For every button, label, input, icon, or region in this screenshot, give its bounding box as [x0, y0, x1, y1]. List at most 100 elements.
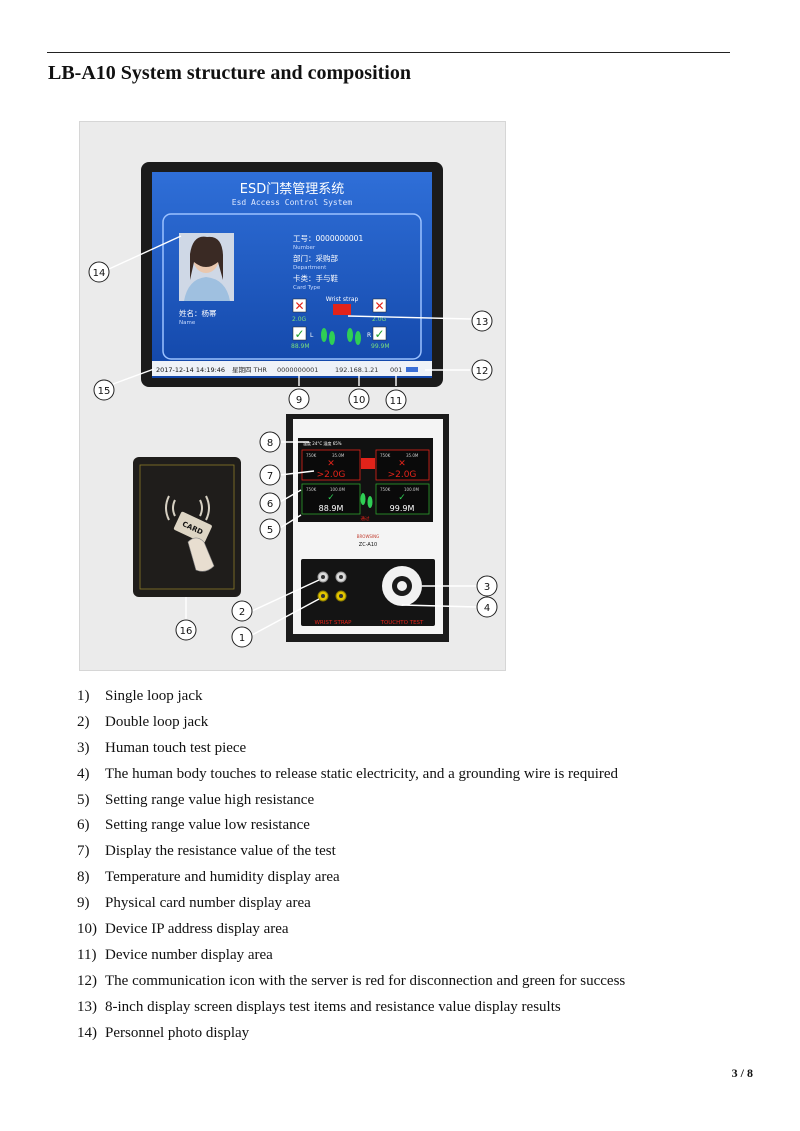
pass-icon	[372, 326, 387, 341]
svg-text:6: 6	[267, 499, 273, 510]
svg-text:WRIST STRAP: WRIST STRAP	[314, 620, 352, 626]
name-label: 姓名：杨幂	[179, 308, 217, 318]
svg-text:192.168.1.21: 192.168.1.21	[335, 366, 378, 374]
list-item: 9)Physical card number display area	[77, 895, 311, 912]
monitor: ESD门禁管理系统 Esd Access Control System 姓名：杨…	[141, 162, 443, 387]
svg-text:9: 9	[296, 395, 302, 406]
svg-text:10: 10	[353, 395, 366, 406]
svg-text:750K: 750K	[306, 487, 317, 492]
svg-text:8: 8	[267, 438, 273, 449]
svg-text:温度 24°C 湿度 65%: 温度 24°C 湿度 65%	[303, 440, 342, 446]
personnel-photo	[179, 233, 234, 301]
callout-9: 9	[288, 388, 310, 410]
component-list: 1)Single loop jack 2)Double loop jack 3)…	[77, 685, 625, 1047]
callout-8: 8	[259, 431, 281, 453]
callout-2: 2	[231, 600, 253, 622]
leader-lines	[104, 235, 479, 636]
callout-12: 12	[471, 359, 493, 381]
svg-text:5: 5	[267, 525, 273, 536]
name-sub: Name	[179, 320, 196, 326]
svg-text:100.0M: 100.0M	[330, 487, 345, 492]
svg-text:35.0M: 35.0M	[406, 453, 419, 458]
list-item: 8)Temperature and humidity display area	[77, 869, 340, 886]
callout-7: 7	[259, 464, 281, 486]
svg-text:L: L	[310, 332, 314, 339]
comm-icon	[406, 367, 418, 372]
svg-text:12: 12	[476, 366, 489, 377]
card-label: 卡类：手与鞋	[293, 273, 338, 283]
callout-5: 5	[259, 518, 281, 540]
svg-text:通过: 通过	[361, 515, 370, 522]
callout-3: 3	[476, 575, 498, 597]
wrist-strap-label: Wrist strap	[326, 296, 359, 303]
device-value-3: 88.9M	[319, 504, 344, 513]
svg-text:15: 15	[98, 386, 111, 397]
hand-icon	[361, 458, 375, 469]
svg-text:✓: ✓	[327, 493, 335, 503]
foot-icon	[321, 328, 361, 345]
svg-text:2.0G: 2.0G	[292, 316, 307, 323]
number-sub: Number	[293, 245, 316, 251]
callout-11: 11	[385, 389, 407, 411]
card-reader: CARD	[133, 457, 241, 597]
pass-icon	[292, 326, 307, 341]
svg-text:750K: 750K	[380, 487, 391, 492]
system-figure: ESD门禁管理系统 Esd Access Control System 姓名：杨…	[79, 121, 506, 671]
svg-text:99.9M: 99.9M	[371, 343, 390, 350]
list-item: 12)The communication icon with the serve…	[77, 972, 626, 989]
svg-text:13: 13	[476, 317, 489, 328]
svg-text:星期四 THR: 星期四 THR	[232, 366, 267, 374]
list-item: 6)Setting range value low resistance	[77, 817, 310, 834]
svg-text:✕: ✕	[294, 299, 304, 313]
callout-10: 10	[348, 388, 370, 410]
svg-text:BROWSING: BROWSING	[357, 534, 379, 539]
svg-text:1: 1	[239, 633, 245, 644]
svg-text:750K: 750K	[306, 453, 317, 458]
card-sub: Card Type	[293, 285, 321, 291]
svg-text:✓: ✓	[294, 327, 304, 341]
callout-16: 16	[175, 619, 197, 641]
screen-title-cn: ESD门禁管理系统	[240, 182, 344, 197]
svg-text:ZC-A10: ZC-A10	[359, 542, 377, 548]
dept-label: 部门：采购部	[293, 253, 338, 263]
test-device: 温度 24°C 湿度 65% 750K 35.0M 750K 35.0M ✕ ✕…	[286, 414, 449, 642]
svg-text:0000000001: 0000000001	[277, 366, 318, 374]
list-item: 13)8-inch display screen displays test i…	[77, 998, 561, 1015]
callout-14: 14	[88, 261, 110, 283]
svg-text:2.0G: 2.0G	[372, 316, 387, 323]
svg-text:2: 2	[239, 607, 245, 618]
svg-text:R: R	[367, 332, 371, 339]
system-diagram: ESD门禁管理系统 Esd Access Control System 姓名：杨…	[88, 162, 498, 648]
header-rule	[47, 52, 730, 53]
svg-text:16: 16	[180, 626, 193, 637]
callout-13: 13	[471, 310, 493, 332]
wrist-icon	[333, 304, 351, 315]
callout-4: 4	[476, 596, 498, 618]
list-item: 1)Single loop jack	[77, 688, 203, 704]
list-item: 3)Human touch test piece	[77, 739, 247, 756]
list-item: 5)Setting range value high resistance	[77, 791, 315, 808]
svg-text:✕: ✕	[374, 299, 384, 313]
svg-text:11: 11	[390, 396, 403, 407]
device-value-1: >2.0G	[317, 470, 346, 480]
svg-text:2017-12-14 14:19:46: 2017-12-14 14:19:46	[156, 366, 225, 374]
svg-text:TOUCHTO TEST: TOUCHTO TEST	[380, 620, 424, 626]
fail-icon	[372, 298, 387, 313]
page-number: 3 / 8	[731, 1066, 753, 1080]
list-item: 11)Device number display area	[77, 946, 273, 963]
svg-text:001: 001	[390, 366, 402, 374]
page-title: LB-A10 System structure and composition	[48, 62, 411, 84]
device-value-4: 99.9M	[390, 504, 415, 513]
svg-text:100.0M: 100.0M	[404, 487, 419, 492]
svg-text:✕: ✕	[398, 459, 406, 469]
list-item: 4)The human body touches to release stat…	[77, 765, 619, 782]
list-item: 7)Display the resistance value of the te…	[77, 843, 336, 860]
screen-title-en: Esd Access Control System	[232, 198, 353, 207]
list-item: 2)Double loop jack	[77, 713, 209, 730]
svg-text:35.0M: 35.0M	[332, 453, 345, 458]
svg-text:✓: ✓	[374, 327, 384, 341]
svg-text:4: 4	[484, 603, 490, 614]
number-label: 工号：0000000001	[293, 234, 363, 243]
dept-sub: Department	[293, 265, 327, 271]
svg-text:88.9M: 88.9M	[291, 343, 310, 350]
